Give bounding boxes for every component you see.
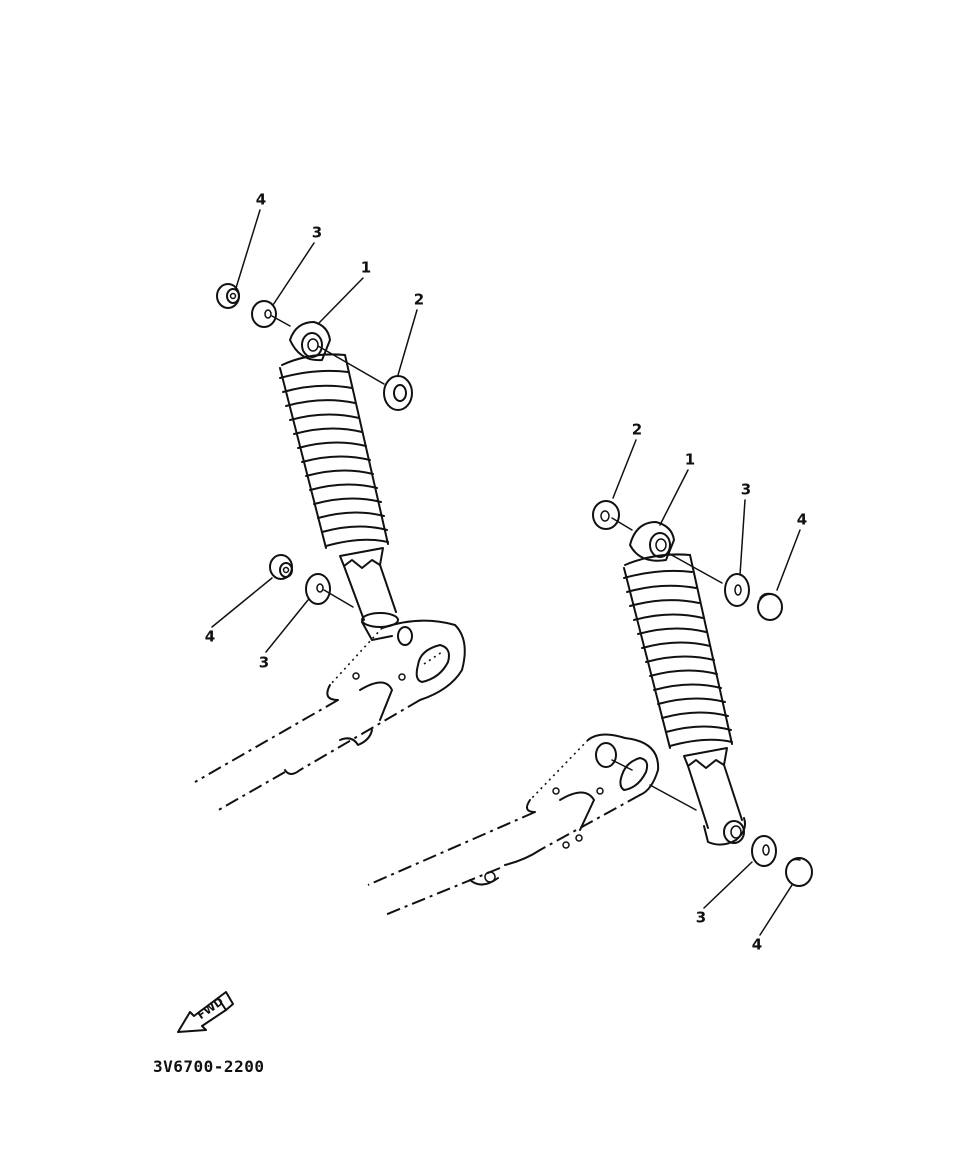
washer-icon: [592, 500, 633, 531]
callout-4: 4: [751, 935, 763, 954]
nut-icon: [269, 554, 293, 580]
callout-4: 4: [204, 627, 216, 646]
callout-3: 3: [311, 223, 323, 242]
callout-3: 3: [258, 653, 270, 672]
washer-icon: [317, 345, 413, 411]
callout-2: 2: [413, 290, 425, 309]
callout-3: 3: [695, 908, 707, 927]
washer-icon: [751, 835, 777, 867]
callout-3: 3: [740, 480, 752, 499]
washer-icon: [305, 573, 354, 608]
callout-4: 4: [796, 510, 808, 529]
right-shock-assembly: [367, 439, 813, 936]
swing-arm-icon: [194, 619, 466, 813]
nut-icon: [757, 592, 783, 621]
callout-1: 1: [684, 450, 696, 469]
nut-icon: [216, 283, 240, 309]
shock-absorber-icon: [623, 521, 746, 846]
left-shock-assembly: [194, 209, 466, 813]
swing-arm-icon: [367, 733, 697, 916]
callout-2: 2: [631, 420, 643, 439]
nut-icon: [785, 857, 813, 887]
part-number: 3V6700-2200: [153, 1057, 265, 1076]
callout-1: 1: [360, 258, 372, 277]
washer-icon: [251, 300, 291, 328]
shock-absorber-icon: [279, 321, 399, 641]
washer-icon: [667, 552, 750, 607]
callout-4: 4: [255, 190, 267, 209]
fwd-arrow-icon: [177, 991, 234, 1033]
